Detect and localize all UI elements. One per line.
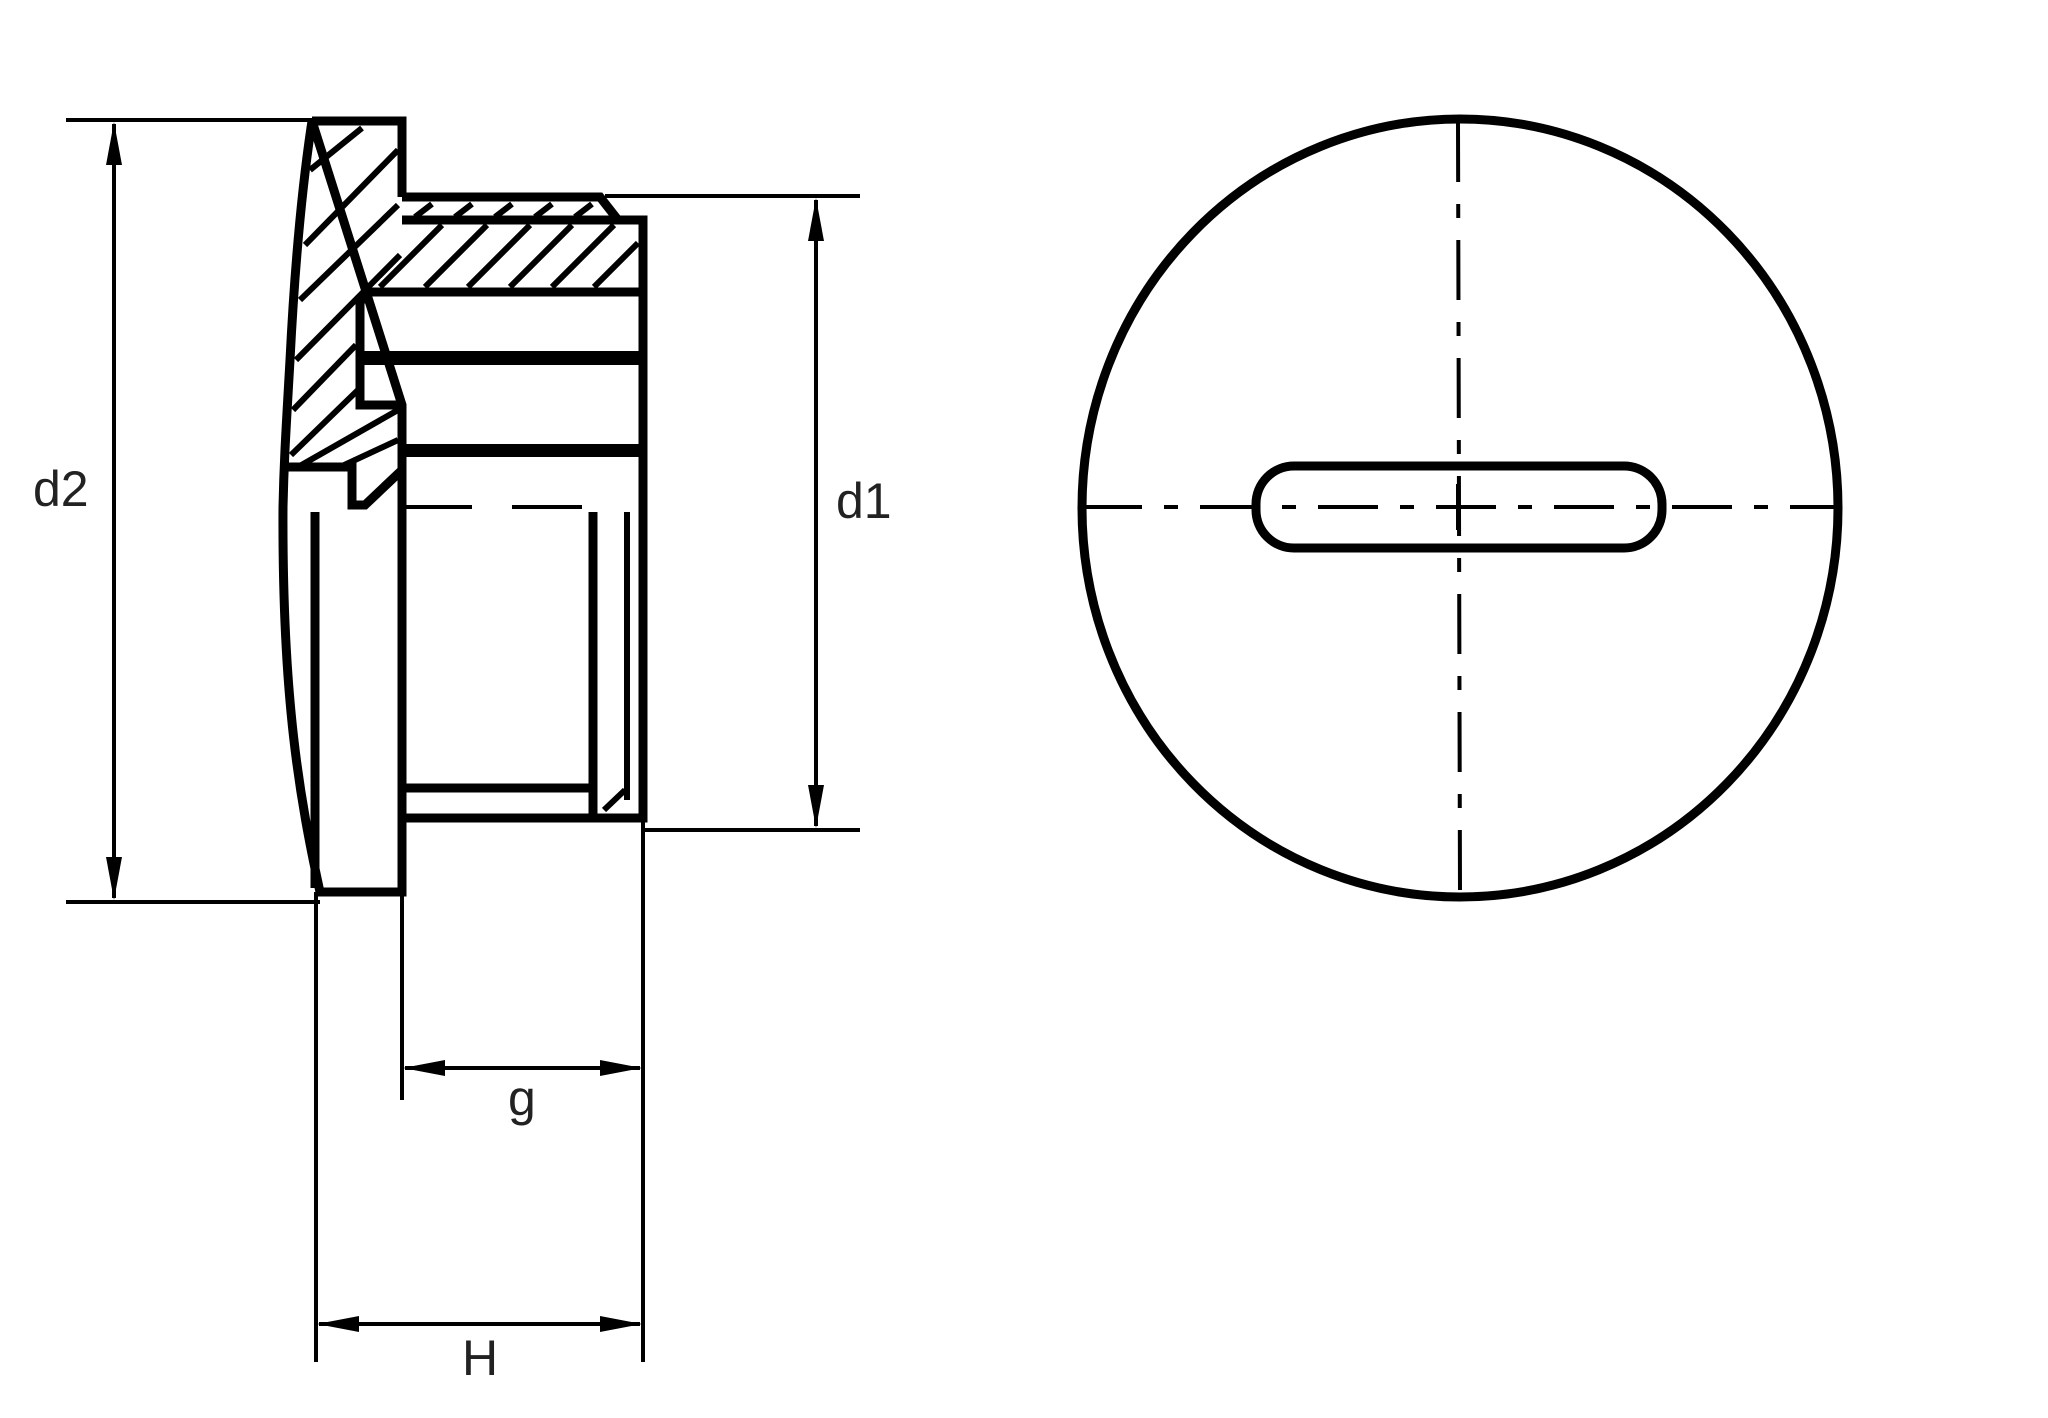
label-d2: d2 [33, 461, 89, 517]
dimension-H: H [314, 892, 642, 1386]
head-inner-step [286, 462, 406, 510]
arrow-right-icon [600, 1060, 642, 1076]
section-view [278, 116, 648, 897]
arrow-left-icon [403, 1060, 445, 1076]
arrow-down-icon [106, 857, 122, 900]
dimension-d2: d2 [33, 118, 320, 904]
front-view [1077, 114, 1843, 902]
head-hatching [288, 125, 403, 470]
body-outline [402, 192, 648, 823]
arrow-left-icon [317, 1316, 359, 1332]
arrow-right-icon [600, 1316, 642, 1332]
rib-band-1 [360, 351, 643, 365]
arrow-down-icon [808, 785, 824, 828]
label-g: g [508, 1070, 536, 1126]
label-d1: d1 [836, 473, 892, 529]
body-hatching [377, 201, 641, 290]
head-outline [278, 116, 407, 897]
label-H: H [462, 1330, 498, 1386]
upper-wall-inner [355, 287, 643, 410]
arrow-up-icon [106, 122, 122, 165]
dimension-d1: d1 [605, 194, 892, 832]
dimension-g: g [400, 818, 645, 1362]
rib-band-2 [402, 444, 643, 457]
arrow-up-icon [808, 198, 824, 241]
thread-end-chamfer [601, 787, 628, 813]
